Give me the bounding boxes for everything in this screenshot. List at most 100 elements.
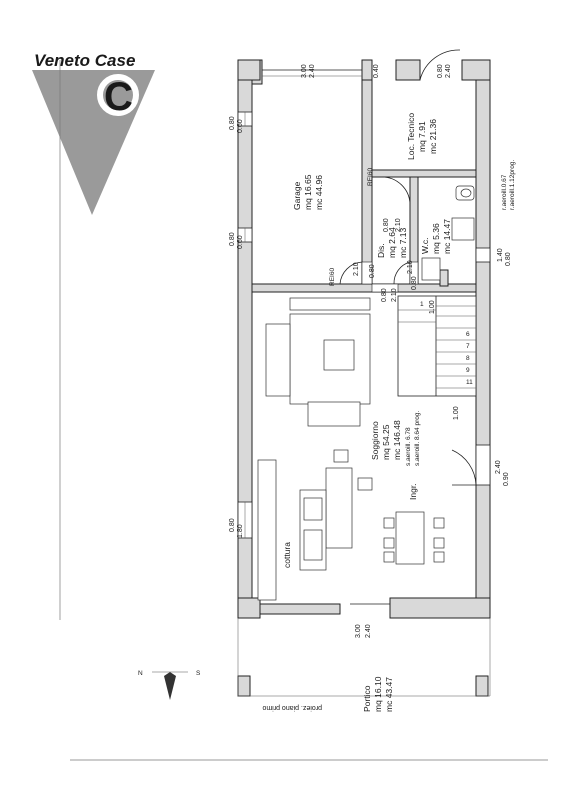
- rei-garage: REI60: [329, 268, 336, 286]
- wall-loc-bottom: [371, 169, 477, 178]
- soggiorno-note-1: s.aeroill. 6.78: [405, 427, 412, 466]
- dim-garage-door-1: 2.10: [353, 262, 360, 276]
- dim-garage-win2-1: 0.80: [229, 232, 236, 246]
- soggiorno-area: mq 54.25: [381, 424, 391, 460]
- tv-unit: [289, 297, 371, 311]
- dim-wc-door-2: 0.80: [411, 276, 418, 290]
- wc-area: mq 5.36: [431, 223, 441, 254]
- dim-top-loc: 0.40: [373, 64, 380, 78]
- stair-step-11: 11: [466, 379, 473, 386]
- projection-label: proiez. piano primo: [262, 704, 322, 711]
- kitchen-sink: [303, 529, 323, 561]
- stair-step-6: 6: [466, 331, 470, 338]
- dim-top-entry-2: 2.40: [445, 64, 452, 78]
- chair-4: [433, 517, 445, 529]
- dim-entry-1: 2.40: [495, 460, 502, 474]
- dim-top-entry-1: 0.80: [437, 64, 444, 78]
- portico-pillar-right: [475, 675, 489, 697]
- wc-sink: [451, 217, 475, 241]
- garage-door-swing: [339, 261, 363, 285]
- sofa-left: [265, 323, 291, 397]
- wall-bottom-mid: [259, 603, 341, 615]
- right-wall-openings: [451, 247, 491, 486]
- veneto-case-logo: C Veneto Case: [32, 51, 155, 215]
- wc-shower: [421, 257, 441, 281]
- dim-wc-win-1: 1.40: [497, 248, 504, 262]
- internal-doors: [339, 176, 419, 293]
- dis-volume: mc 7.13: [398, 227, 408, 258]
- soggiorno-name: Soggiorno: [370, 421, 380, 460]
- compass-n: N: [138, 670, 143, 677]
- dim-kitchen-win-2: 1.80: [237, 524, 244, 538]
- dim-entry-2: 0.90: [503, 472, 510, 486]
- portico-name: Portico: [362, 685, 372, 712]
- dim-stair-door-2: 2.10: [391, 288, 398, 302]
- wc-door-swing: [393, 261, 411, 285]
- stair-step-8: 8: [466, 355, 470, 362]
- wc-name: W.c.: [420, 237, 430, 254]
- garage-area: mq 16.65: [303, 174, 313, 210]
- loc-note-2: r.aeroill.1.12prog.: [509, 160, 516, 210]
- logo-text: Veneto Case: [34, 51, 135, 70]
- dim-kitchen-win-1: 0.80: [229, 518, 236, 532]
- wc-fixtures: [421, 185, 475, 281]
- stool-2: [357, 477, 373, 491]
- logo-ring: [97, 74, 139, 116]
- rei-dis: REI60: [367, 168, 374, 186]
- top-openings: [262, 49, 461, 81]
- dim-garage-win1-2: 0.60: [237, 119, 244, 133]
- wall-top-mid-block: [361, 59, 373, 81]
- stair-step-1: 1: [420, 301, 424, 308]
- staircase: 6 7 8 9 11 1: [397, 295, 477, 397]
- dim-hall-height: 1.00: [453, 406, 460, 420]
- dim-dis-h1: 0.80: [383, 218, 390, 232]
- cottura-name: cottura: [282, 542, 292, 568]
- soggiorno-volume: mc 146.48: [392, 420, 402, 460]
- dim-bottom-1: 3.00: [355, 624, 362, 638]
- wc-volume: mc 14.47: [442, 219, 452, 254]
- dim-dis-h2: 2.10: [395, 218, 402, 232]
- logo-triangle: [32, 70, 155, 215]
- entry-door-swing: [451, 449, 477, 486]
- loc-door-swing: [381, 176, 411, 205]
- dining-table: [395, 511, 425, 565]
- dim-garage-door-2: 0.80: [369, 264, 376, 278]
- kitchen-island: [325, 467, 353, 549]
- internal-walls: [251, 79, 477, 293]
- left-wall-windows: [237, 111, 253, 539]
- wall-wc-stub: [439, 269, 449, 287]
- chair-1: [383, 517, 395, 529]
- garage-volume: mc 44.96: [314, 175, 324, 210]
- sofa-bottom: [307, 401, 361, 427]
- loc-tecnico-name: Loc. Tecnico: [406, 113, 416, 160]
- kitchen-tall-units: [257, 459, 277, 601]
- dim-wc-door-1: 2.10: [407, 260, 414, 274]
- dis-area: mq 2.64: [387, 227, 397, 258]
- chair-5: [433, 537, 445, 549]
- wall-right: [475, 59, 491, 616]
- dim-stair-door-1: 0.80: [381, 288, 388, 302]
- ingresso-name: Ingr.: [408, 483, 418, 500]
- coffee-table: [323, 339, 355, 371]
- wall-bottom-left: [237, 597, 261, 619]
- entry-door-opening: [475, 444, 491, 486]
- dim-bottom-2: 2.40: [365, 624, 372, 638]
- stair-step-9: 9: [466, 367, 470, 374]
- portico-pillar-left: [237, 675, 251, 697]
- wall-top-left-block: [237, 59, 261, 81]
- soggiorno-note-2: s.aeroill. 8.64 prog.: [414, 411, 421, 466]
- dim-garage-win1-1: 0.80: [229, 116, 236, 130]
- wall-top-right-block: [461, 59, 491, 81]
- wc-window: [475, 247, 491, 263]
- wall-bottom-right: [389, 597, 491, 619]
- dim-stair-bottom: 1.00: [429, 300, 436, 314]
- kitchen-hob: [303, 497, 323, 521]
- loc-note-1: r.aeroill.0.67: [501, 174, 508, 210]
- portico-area: mq 16.10: [373, 676, 383, 712]
- living-furniture: [257, 297, 445, 605]
- compass-needle: [164, 672, 176, 700]
- chair-2: [383, 537, 395, 549]
- stair-step-7: 7: [466, 343, 470, 350]
- chair-3: [383, 551, 395, 563]
- stool-1: [333, 449, 349, 463]
